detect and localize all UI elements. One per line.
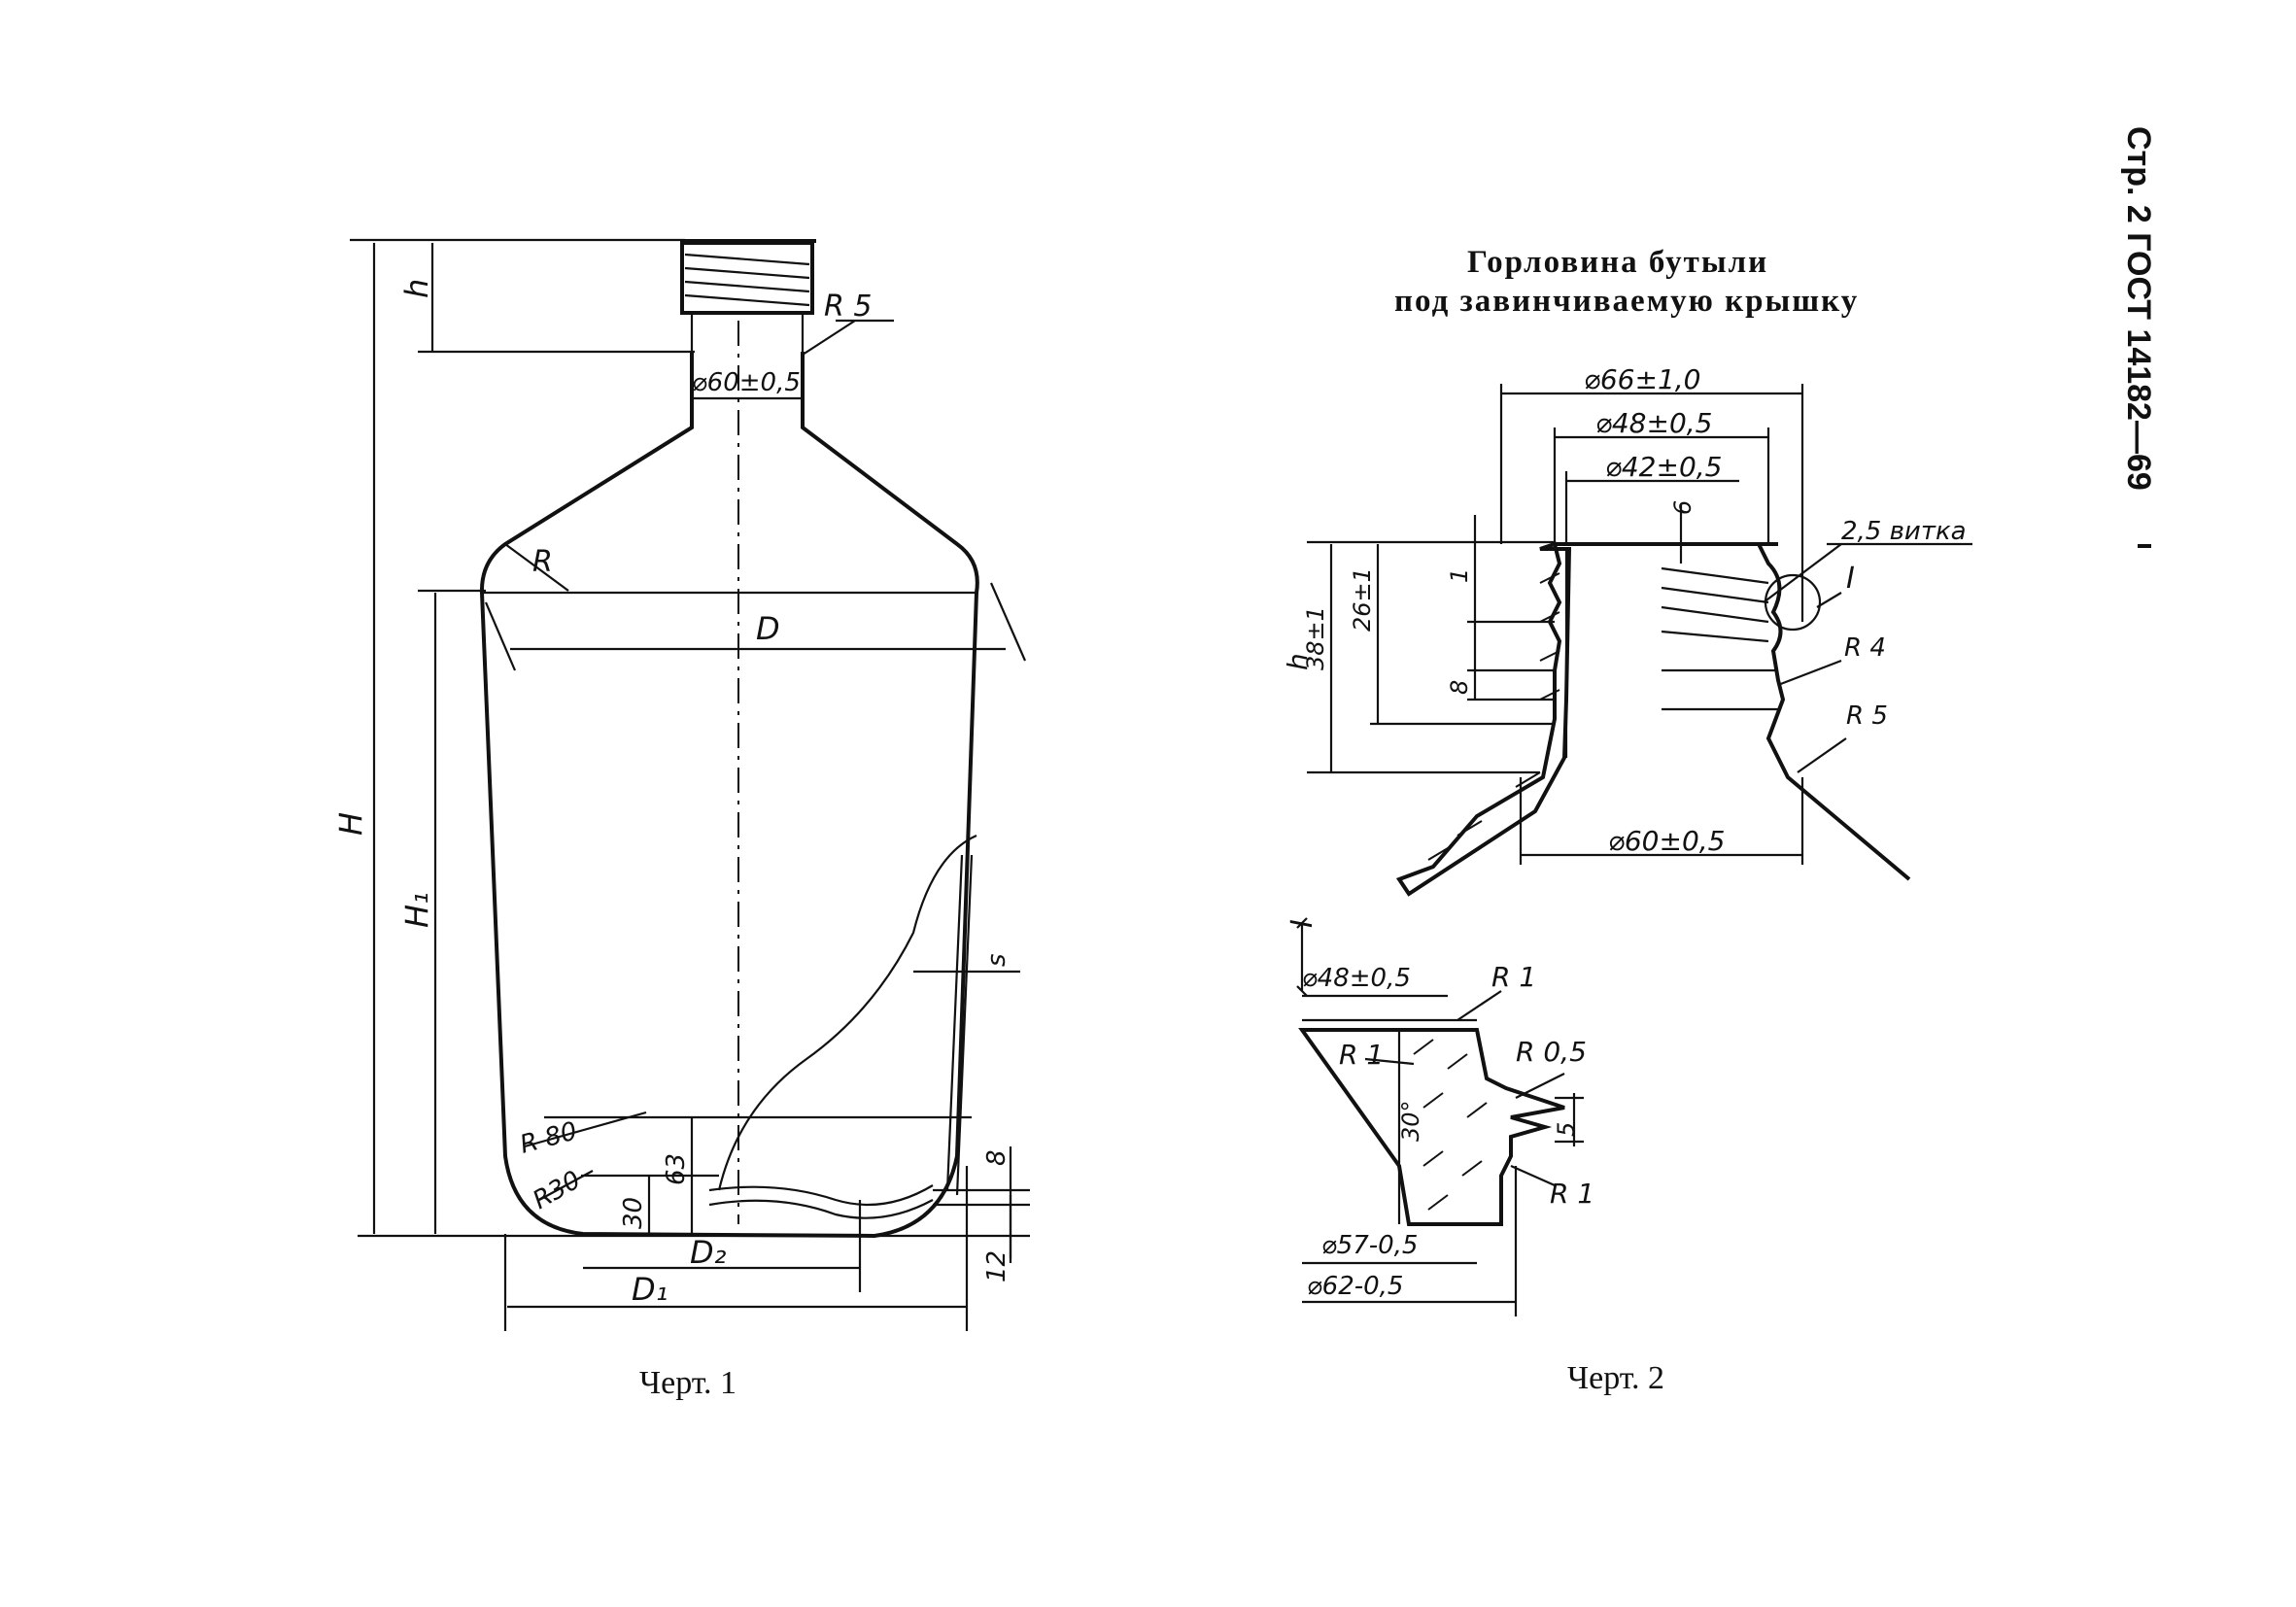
label-d66: ⌀66±1,0 [1584, 363, 1700, 395]
detail-label-R1-bottom: R 1 [1550, 1178, 1594, 1210]
label-R: R [532, 545, 553, 579]
detail-label-d57: ⌀57-0,5 [1321, 1231, 1418, 1260]
label-dim63: 63 [662, 1153, 691, 1185]
figure1-caption: Черт. 1 [639, 1365, 737, 1401]
detail-label-d48: ⌀48±0,5 [1302, 964, 1411, 993]
detail-label-R1-left: R 1 [1339, 1039, 1384, 1071]
label-h-fig2: h [1282, 653, 1314, 670]
label-R80: R 80 [517, 1116, 580, 1159]
label-I: I [1846, 562, 1855, 596]
figure2-title-line1: Горловина бутыли [1467, 245, 1769, 280]
label-d42: ⌀42±0,5 [1605, 451, 1722, 483]
detail-label-angle30: 30° [1397, 1100, 1424, 1142]
label-s: s [982, 953, 1011, 967]
label-dim38: 38±1 [1302, 606, 1329, 670]
neck-threads [680, 239, 816, 352]
label-neck-dia: ⌀60±0,5 [692, 368, 801, 397]
label-dim8: 8 [982, 1149, 1011, 1166]
figure1-bottle [350, 238, 1030, 1331]
figure2-neck [1307, 384, 1972, 897]
label-turns: 2,5 витка [1841, 517, 1967, 546]
label-dim8-fig2: 8 [1446, 680, 1473, 695]
label-dim26: 26±1 [1349, 567, 1376, 632]
cutaway-edge [717, 834, 977, 1191]
label-H1: H₁ [398, 892, 435, 928]
detail-I [1296, 917, 1584, 1316]
detail-label-R1-top: R 1 [1491, 961, 1536, 993]
label-dim1: 1 [1446, 568, 1473, 583]
label-R30: R30 [529, 1166, 586, 1216]
bottle-outline [479, 352, 979, 1239]
detail-label-R05: R 0,5 [1516, 1036, 1587, 1068]
detail-label-d62: ⌀62-0,5 [1307, 1272, 1403, 1301]
label-D2: D₂ [690, 1234, 727, 1271]
label-D1: D₁ [632, 1271, 668, 1308]
label-d48: ⌀48±0,5 [1595, 407, 1712, 439]
label-R5-fig2: R 5 [1846, 701, 1888, 731]
label-dim6: 6 [1669, 500, 1696, 515]
label-R5: R 5 [824, 290, 872, 324]
label-dim12: 12 [982, 1250, 1011, 1282]
label-d60: ⌀60±0,5 [1608, 825, 1725, 857]
label-H: H [332, 812, 369, 836]
label-R4: R 4 [1844, 633, 1886, 663]
detail-label-dim5: 5 [1553, 1122, 1580, 1137]
figure2-title-line2: под завинчиваемую крышку [1394, 284, 1860, 319]
header-rule [2138, 544, 2151, 548]
label-D: D [756, 610, 780, 647]
figure2-caption: Черт. 2 [1567, 1360, 1665, 1396]
detail-label: I [1285, 919, 1319, 928]
label-h: h [398, 279, 435, 298]
label-dim30: 30 [619, 1197, 648, 1229]
